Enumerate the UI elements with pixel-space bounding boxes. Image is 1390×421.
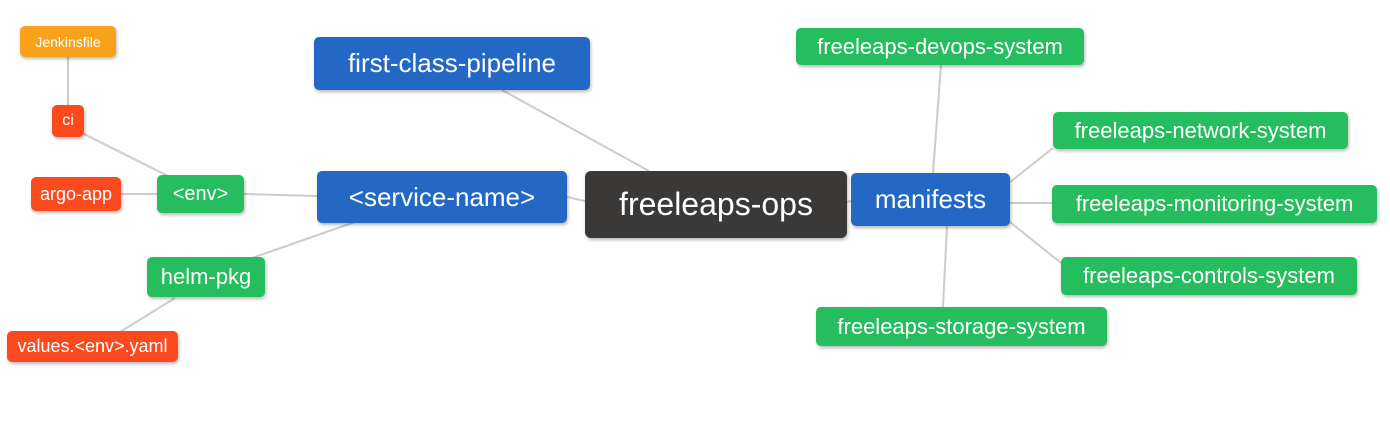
- edge-env-ci: [81, 132, 173, 179]
- node-values-env-yaml[interactable]: values.<env>.yaml: [7, 331, 178, 362]
- node-manifests[interactable]: manifests: [851, 173, 1010, 226]
- node-freeleaps-monitoring-system[interactable]: freeleaps-monitoring-system: [1052, 185, 1377, 223]
- node-jenkinsfile[interactable]: Jenkinsfile: [20, 26, 116, 57]
- node-freeleaps-devops-system[interactable]: freeleaps-devops-system: [796, 28, 1084, 65]
- edge-manifests-devops-system: [932, 64, 942, 174]
- node-argo-app[interactable]: argo-app: [31, 177, 121, 211]
- node-ci[interactable]: ci: [52, 105, 84, 137]
- edge-ops-manifests: [846, 200, 852, 203]
- edge-service-name-helm-pkg: [251, 221, 356, 259]
- node-first-class-pipeline[interactable]: first-class-pipeline: [314, 37, 590, 90]
- node-helm-pkg[interactable]: helm-pkg: [147, 257, 265, 297]
- node-freeleaps-network-system[interactable]: freeleaps-network-system: [1053, 112, 1348, 149]
- node-freeleaps-ops-root[interactable]: freeleaps-ops: [585, 171, 847, 238]
- edge-service-name-env: [243, 193, 318, 197]
- edge-manifests-controls-system: [1009, 221, 1062, 264]
- edge-ops-service-name: [566, 196, 586, 202]
- edge-helm-pkg-values-env-yaml: [119, 297, 176, 333]
- node-env[interactable]: <env>: [157, 175, 244, 213]
- node-freeleaps-controls-system[interactable]: freeleaps-controls-system: [1061, 257, 1357, 295]
- node-freeleaps-storage-system[interactable]: freeleaps-storage-system: [816, 307, 1107, 346]
- node-service-name[interactable]: <service-name>: [317, 171, 567, 223]
- edge-manifests-network-system: [1009, 147, 1054, 183]
- edge-ops-first-class-pipeline: [501, 89, 650, 172]
- edge-manifests-storage-system: [942, 225, 948, 308]
